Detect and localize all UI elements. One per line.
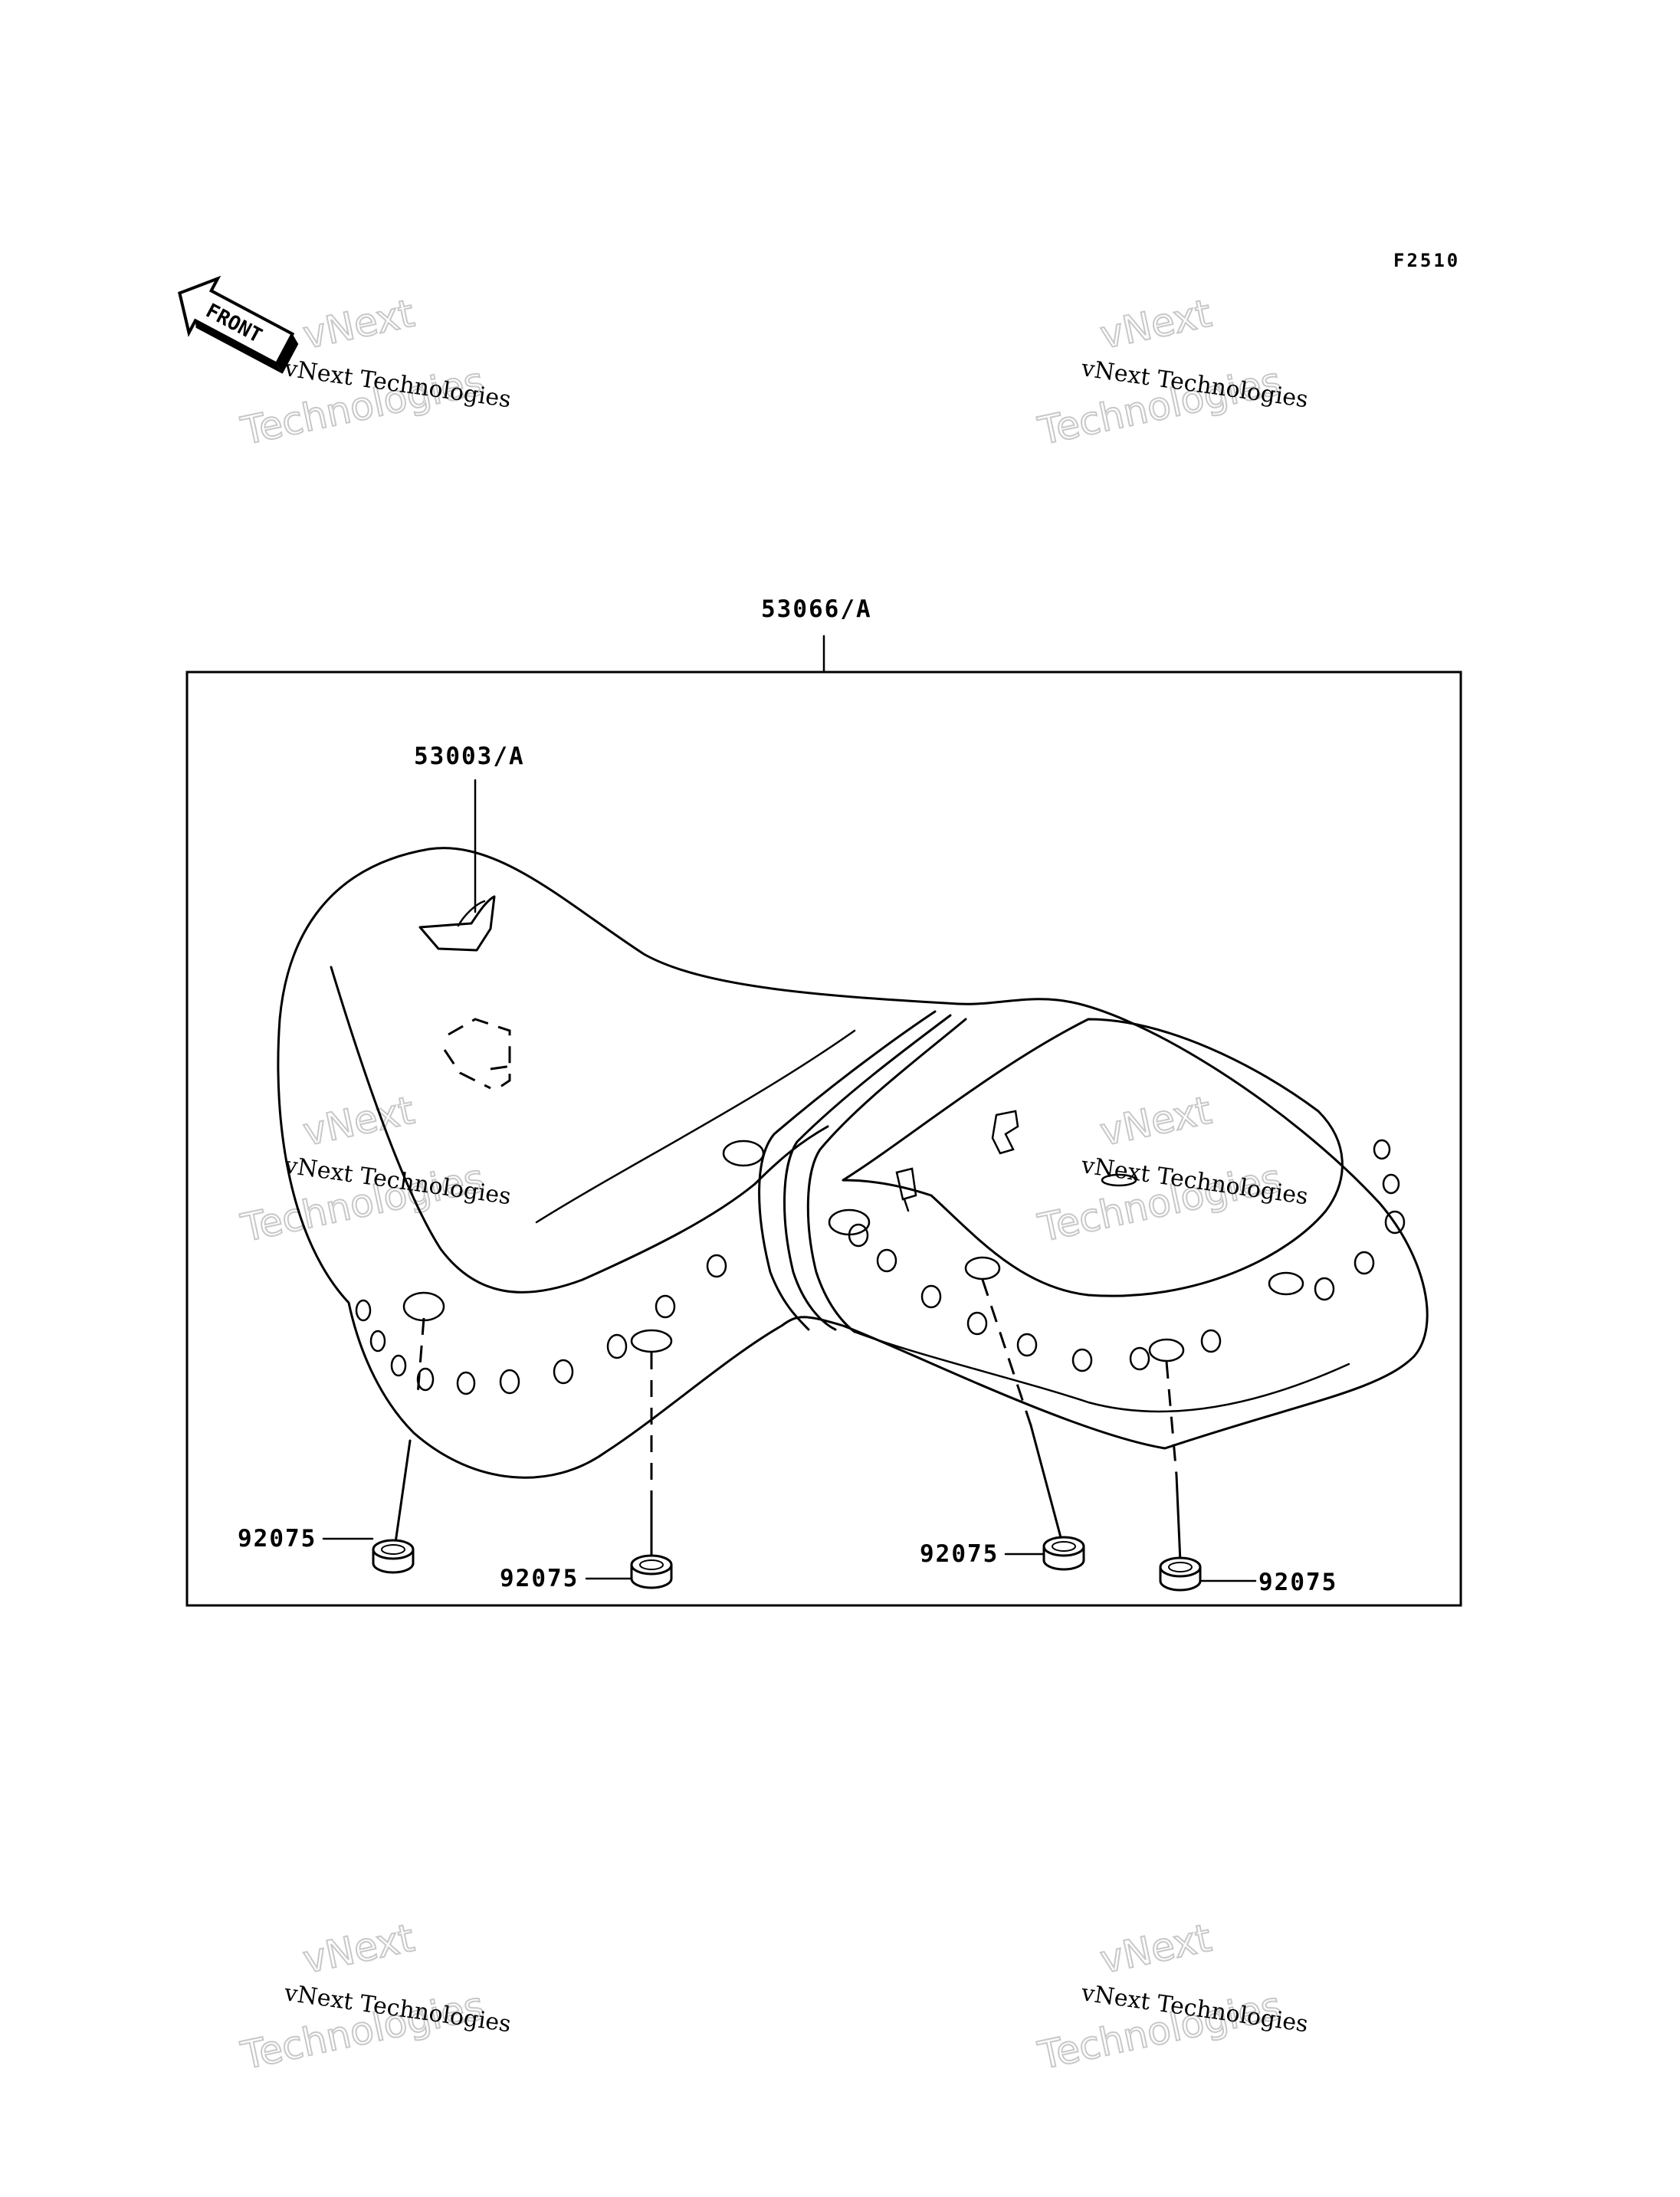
mount-hole	[630, 1329, 673, 1353]
cap-leaders	[393, 1279, 1182, 1563]
hidden-bracket-outline	[443, 1018, 518, 1090]
cap-part-label-3: 92075	[920, 1540, 999, 1568]
cover-tab-fold	[457, 900, 486, 927]
seat-outline	[277, 847, 1429, 1479]
cap-part-label-2: 92075	[500, 1565, 579, 1592]
rubber-cap-3	[1042, 1536, 1085, 1571]
pad-clip-icon	[991, 1110, 1019, 1155]
passenger-side-edge	[853, 1330, 1350, 1413]
cap-part-label-1: 92075	[238, 1525, 317, 1553]
watermark-big-text-1: vNext	[299, 1088, 418, 1155]
watermark-big-text-1: vNext	[299, 1916, 418, 1982]
mount-hole	[402, 1291, 445, 1322]
rider-seat-edge	[330, 966, 756, 1294]
watermark-top-right: vNext Technologies vNext Technologies	[1033, 290, 1309, 454]
mount-hole	[964, 1256, 1001, 1280]
pad-stud-icon	[895, 1167, 917, 1212]
watermark-top-left: vNext Technologies vNext Technologies	[236, 290, 512, 454]
watermark-big-text-1: vNext	[1096, 1916, 1215, 1982]
watermark-bottom-right: vNext Technologies vNext Technologies	[1033, 1915, 1309, 2079]
decorative-studs	[355, 1139, 1406, 1395]
piping-back	[806, 1018, 967, 1333]
assembly-frame	[185, 671, 1462, 1607]
rider-seat-crease	[535, 1029, 856, 1224]
rubber-cap-4	[1159, 1556, 1202, 1592]
watermark-big-text-1: vNext	[1096, 1088, 1215, 1155]
mount-hole	[1268, 1271, 1304, 1296]
piping-front	[758, 1010, 937, 1331]
watermark-big-text-1: vNext	[1096, 291, 1215, 358]
passenger-pad	[842, 1018, 1344, 1297]
mount-hole	[1148, 1338, 1185, 1362]
watermark-middle-left: vNext Technologies vNext Technologies	[236, 1087, 512, 1251]
mount-hole	[722, 1139, 765, 1167]
cap-part-label-4: 92075	[1258, 1569, 1337, 1596]
watermark-middle-right: vNext Technologies vNext Technologies	[1033, 1087, 1309, 1251]
seat-drawing	[277, 847, 1429, 1479]
watermark-big-text-1: vNext	[299, 291, 418, 358]
pad-slot	[1101, 1173, 1137, 1187]
cover-tab-icon	[418, 895, 496, 952]
rubber-cap-1	[372, 1539, 415, 1574]
watermark-bottom-left: vNext Technologies vNext Technologies	[236, 1915, 512, 2079]
assembly-part-label: 53066/A	[761, 595, 872, 623]
rubber-cap-2	[630, 1554, 673, 1589]
figure-code: F2510	[1393, 250, 1460, 271]
piping-middle	[783, 1014, 952, 1331]
cover-part-label: 53003/A	[414, 743, 525, 770]
